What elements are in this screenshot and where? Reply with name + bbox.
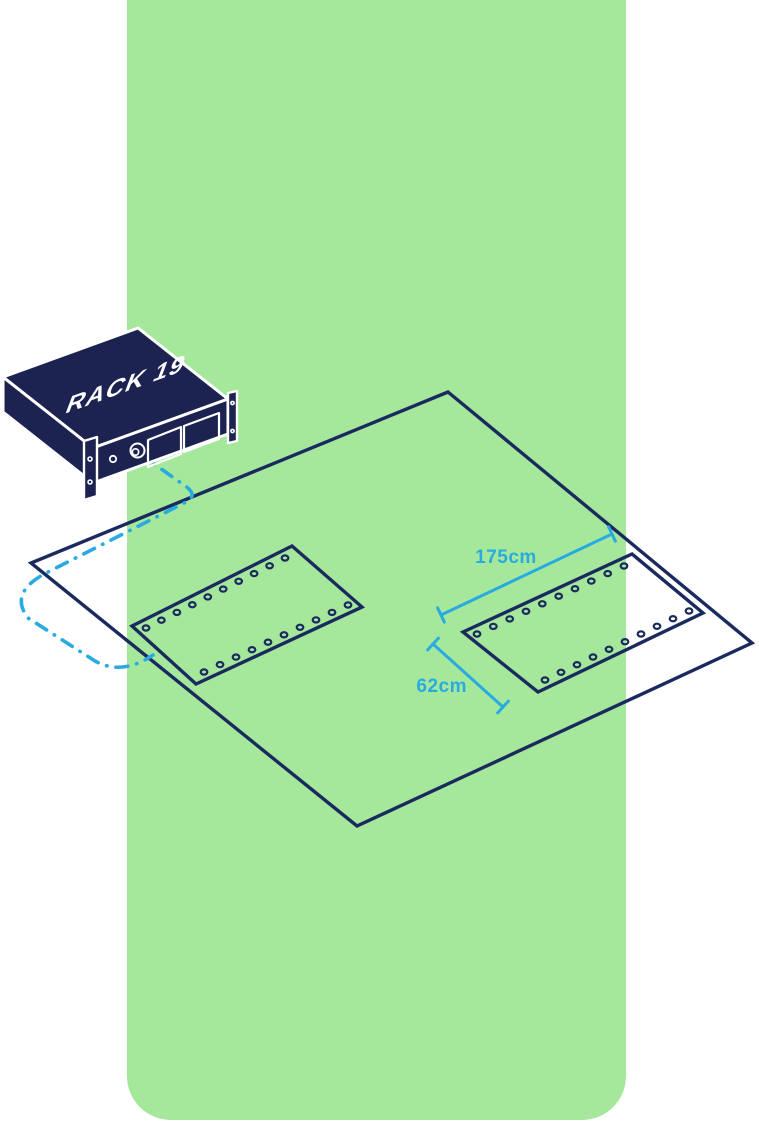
panel-hole [537, 600, 547, 608]
panel-hole [215, 660, 225, 669]
panel-hole [263, 638, 273, 646]
right-panel-outline [459, 552, 707, 694]
cable-route [19, 450, 194, 670]
rack-left-mounting-ear [82, 435, 99, 502]
left-mounting-panel [129, 543, 366, 687]
panel-hole [247, 646, 257, 654]
panel-hole [218, 585, 228, 593]
panel-hole [295, 623, 305, 632]
panel-hole [280, 554, 290, 562]
panel-hole [620, 638, 630, 646]
right-mounting-panel [459, 552, 707, 694]
panel-hole [343, 601, 353, 609]
panel-hole [265, 562, 275, 570]
dimension-width-tick-end [496, 699, 510, 715]
left-ear-screw-hole [87, 479, 93, 485]
panel-hole [668, 615, 678, 623]
dimension-length-label: 175cm [475, 547, 537, 568]
right-panel-holes [472, 562, 694, 684]
panel-hole [505, 615, 515, 623]
panel-hole [604, 645, 614, 654]
right-ear-screw-hole [230, 400, 235, 406]
front-screw [108, 454, 118, 464]
panel-hole [327, 608, 337, 617]
panel-hole [279, 631, 289, 639]
panel-hole [586, 577, 596, 585]
panel-hole [141, 624, 151, 632]
green-band [127, 0, 626, 1120]
panel-hole [588, 653, 598, 661]
dimension-width-tick-start [426, 636, 440, 652]
dimension-length-tick-end [607, 525, 617, 543]
panel-hole [521, 607, 531, 616]
panel-hole [652, 622, 662, 631]
front-bay-left [146, 425, 183, 469]
left-panel-holes [141, 554, 353, 676]
front-bay-right [182, 411, 221, 454]
dimension-width: 62cm [416, 636, 510, 715]
dimension-width-label: 62cm [416, 676, 467, 697]
cable-port-knob [129, 442, 146, 459]
left-panel-outline [129, 543, 366, 687]
panel-hole [540, 676, 550, 684]
dimension-length-tick-start [436, 606, 446, 624]
panel-hole [187, 601, 197, 609]
panel-hole [203, 593, 213, 601]
panel-hole [636, 630, 646, 638]
floor-plate-outline [27, 390, 756, 828]
dimension-width-line [431, 642, 505, 709]
cable-port-knob-inner [131, 447, 140, 456]
panel-hole [311, 616, 321, 624]
panel-hole [554, 592, 564, 600]
panel-hole [249, 569, 259, 578]
panel-hole [572, 661, 582, 669]
panel-hole [472, 630, 482, 638]
panel-hole [488, 622, 498, 631]
panel-hole [570, 585, 580, 593]
panel-hole [603, 569, 613, 578]
panel-hole [556, 668, 566, 677]
dimension-length: 175cm [436, 525, 617, 624]
dimension-length-line [439, 532, 614, 617]
right-ear-screw-hole [230, 428, 235, 434]
panel-hole [234, 577, 244, 586]
rack-unit: RACK 19 [1, 326, 239, 502]
left-ear-screw-hole [87, 456, 93, 462]
rack-right-mounting-ear [226, 389, 239, 445]
panel-hole [199, 668, 209, 676]
panel-hole [156, 616, 166, 624]
panel-hole [172, 608, 182, 617]
panel-hole [619, 562, 629, 570]
panel-hole [231, 653, 241, 661]
panel-hole [684, 607, 694, 615]
